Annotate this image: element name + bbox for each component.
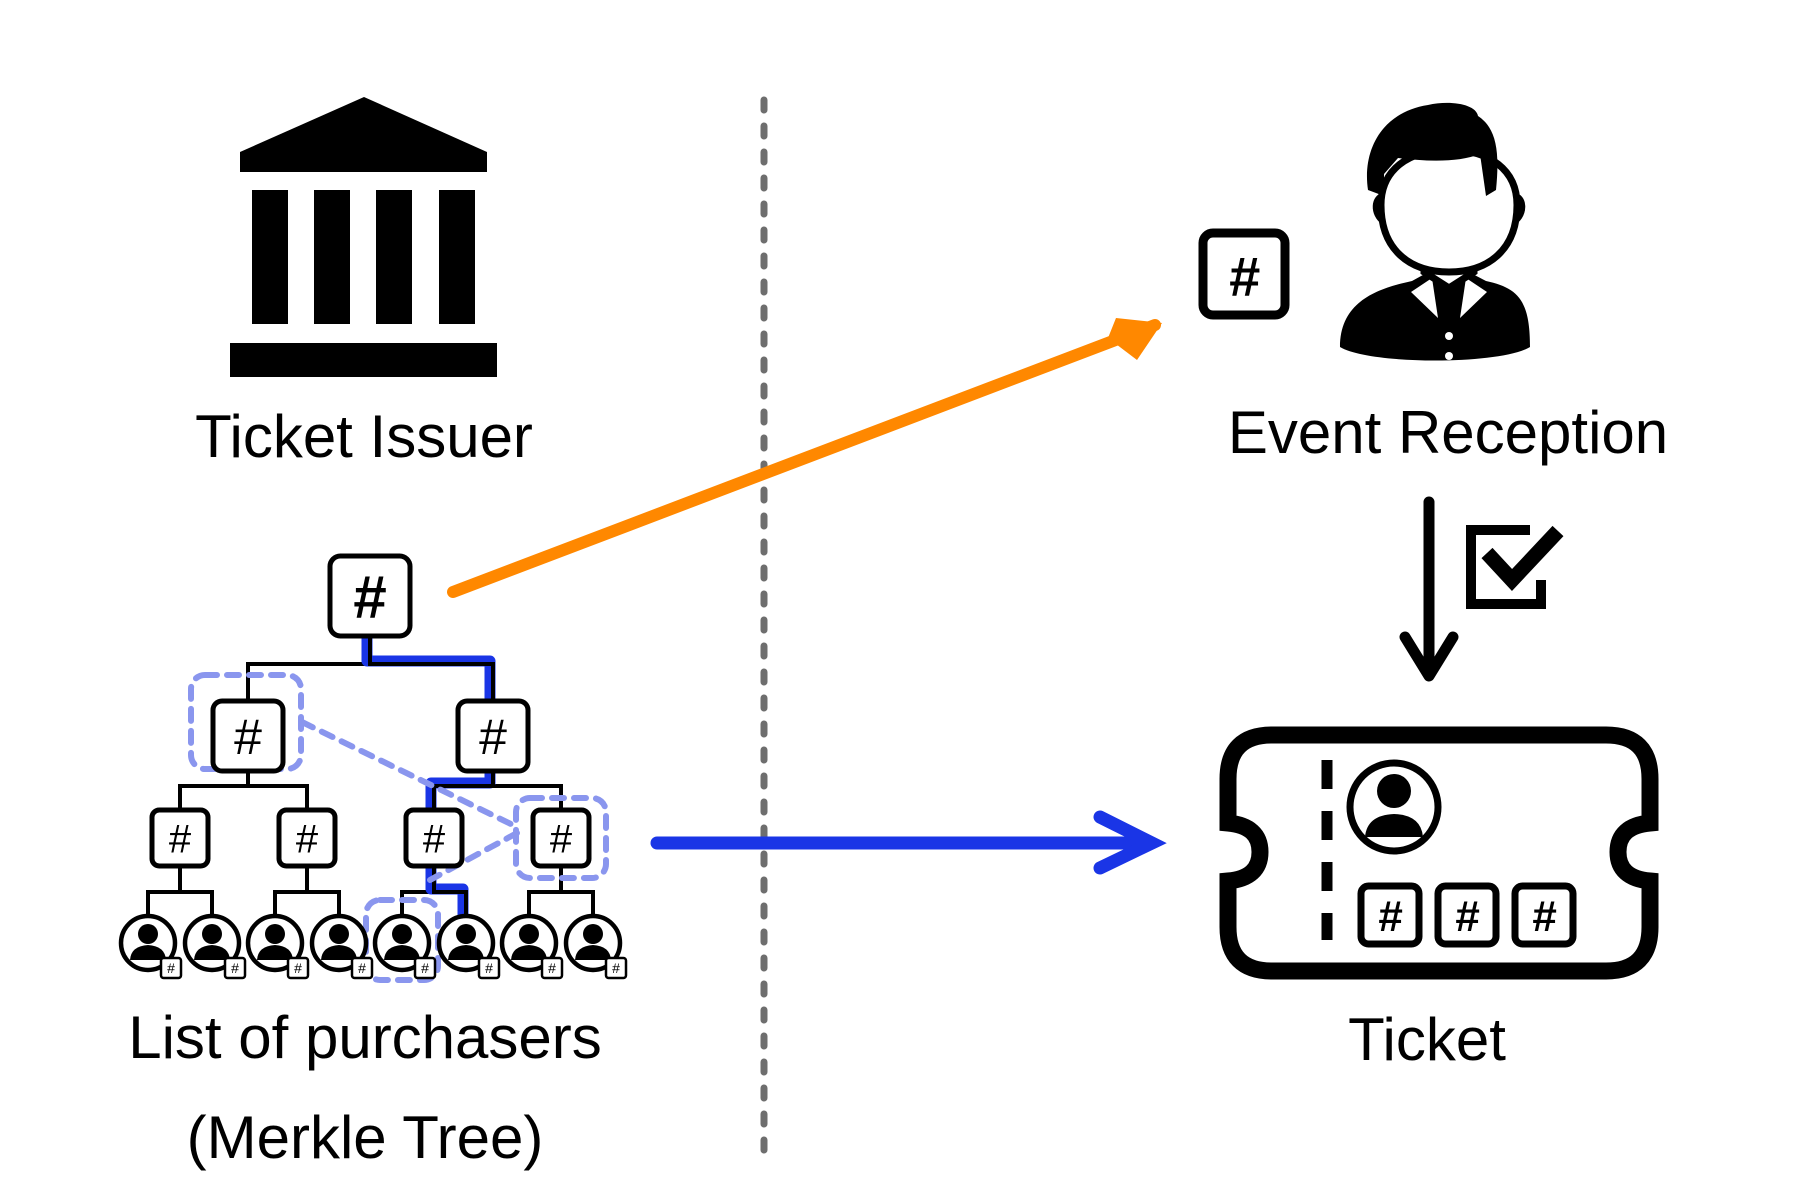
ticket-label: Ticket (1348, 1006, 1506, 1073)
merkle-label-line2: (Merkle Tree) (187, 1104, 544, 1171)
proof-link (427, 830, 520, 883)
ticket-user-circle-icon (1346, 759, 1442, 855)
purchaser-leaf: # (309, 913, 374, 980)
leaf-hash-badge: # (286, 956, 310, 980)
ticket-hash-box: # (1357, 882, 1423, 948)
level2-hash-node: # (149, 807, 211, 869)
leaf-hash-badge: # (604, 956, 628, 980)
hash-glyph: # (234, 709, 262, 765)
orange-arrowhead (1108, 318, 1162, 360)
leaf-hash-badge: # (350, 956, 374, 980)
reception-hash-box: # (1198, 228, 1290, 320)
purchaser-leaf: # (118, 913, 183, 980)
hash-glyph: # (296, 817, 319, 861)
hash-glyph: # (548, 960, 556, 976)
purchaser-leaf: # (436, 913, 501, 980)
hash-glyph: # (423, 817, 446, 861)
hash-glyph: # (485, 960, 493, 976)
hash-glyph: # (353, 564, 386, 631)
level2-hash-node: # (403, 807, 465, 869)
hash-glyph: # (612, 960, 620, 976)
purchaser-leaf: # (245, 913, 310, 980)
leaf-hash-badge: # (159, 956, 183, 980)
user-circle-icon (309, 913, 369, 973)
level2-hash-node: # (530, 807, 592, 869)
level2-hash-node: # (276, 807, 338, 869)
leaf-hash-badge: # (540, 956, 564, 980)
merkle-proof-path (361, 633, 496, 920)
issuer-label: Ticket Issuer (195, 403, 533, 470)
hash-glyph: # (421, 960, 429, 976)
proof-box-level2 (513, 795, 609, 881)
checkbox-checked-icon (1466, 525, 1564, 609)
reception-label: Event Reception (1228, 399, 1668, 466)
ticket-hash-box: # (1511, 882, 1577, 948)
purchaser-leaf: # (372, 913, 437, 980)
hash-glyph: # (1378, 892, 1403, 941)
user-circle-icon (182, 913, 242, 973)
bank-building-icon (230, 97, 497, 377)
hash-glyph: # (167, 960, 175, 976)
ticket-hash-boxes: # # # (1357, 882, 1577, 948)
purchaser-leaf: # (563, 913, 628, 980)
proof-link (299, 719, 520, 830)
purchaser-leaf: # (182, 913, 247, 980)
ticket-hash-box: # (1434, 882, 1500, 948)
svg-text:#: # (1228, 245, 1260, 308)
merkle-tree: # # # # # # # # # # # # # # # (118, 553, 628, 983)
publish-root-arrow (447, 319, 1161, 598)
user-circle-icon (372, 913, 432, 973)
businessman-icon (1340, 102, 1530, 361)
merkle-proof-path-core (368, 636, 495, 923)
level1-hash-node: # (210, 698, 286, 774)
root-hash-node: # (327, 553, 413, 639)
verify-down-arrow (1399, 496, 1459, 682)
user-circle-icon (245, 913, 305, 973)
blue-arrowhead (1093, 810, 1167, 875)
leaf-hash-badge: # (223, 956, 247, 980)
leaf-hash-badge: # (413, 956, 437, 980)
hash-glyph: # (1532, 892, 1557, 941)
hash-glyph: # (294, 960, 302, 976)
hash-glyph: # (479, 709, 507, 765)
hash-glyph: # (358, 960, 366, 976)
leaf-hash-badge: # (477, 956, 501, 980)
hash-glyph: # (550, 817, 573, 861)
user-circle-icon (563, 913, 623, 973)
level1-hash-node: # (455, 698, 531, 774)
hash-glyph: # (1455, 892, 1480, 941)
user-circle-icon (499, 913, 559, 973)
hash-glyph: # (231, 960, 239, 976)
merkle-label-line1: List of purchasers (128, 1004, 602, 1071)
user-circle-icon (118, 913, 178, 973)
purchaser-leaf: # (499, 913, 564, 980)
user-circle-icon (436, 913, 496, 973)
hash-glyph: # (169, 817, 192, 861)
ticket-icon: # # # (1219, 726, 1659, 980)
